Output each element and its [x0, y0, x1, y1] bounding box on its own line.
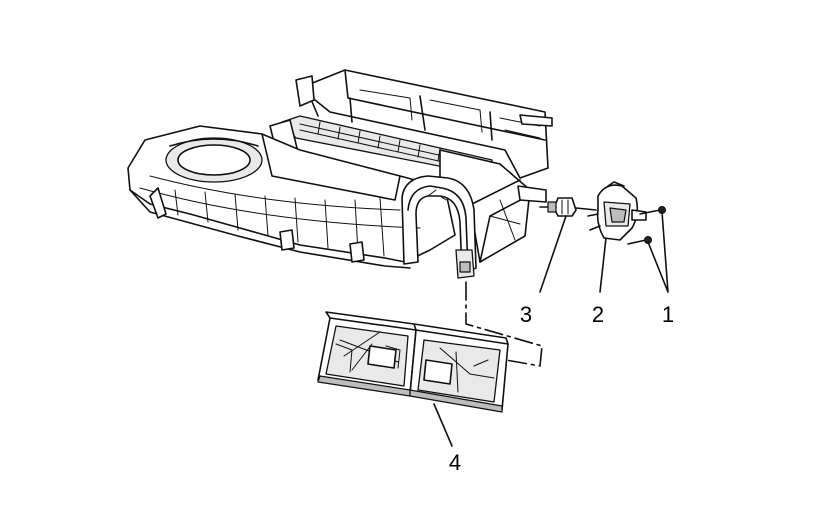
screws	[627, 206, 666, 245]
callout-1: 1	[662, 302, 674, 327]
leader-lines	[433, 211, 669, 447]
air-filter-assembly	[317, 311, 509, 413]
callout-3: 3	[520, 302, 532, 327]
mode-door-actuator	[587, 181, 647, 241]
hvac-module-housing	[127, 69, 553, 279]
actuator-linkage	[539, 197, 597, 217]
callout-labels: 1 2 3 4	[449, 302, 674, 475]
callout-4: 4	[449, 450, 461, 475]
callout-2: 2	[592, 302, 604, 327]
